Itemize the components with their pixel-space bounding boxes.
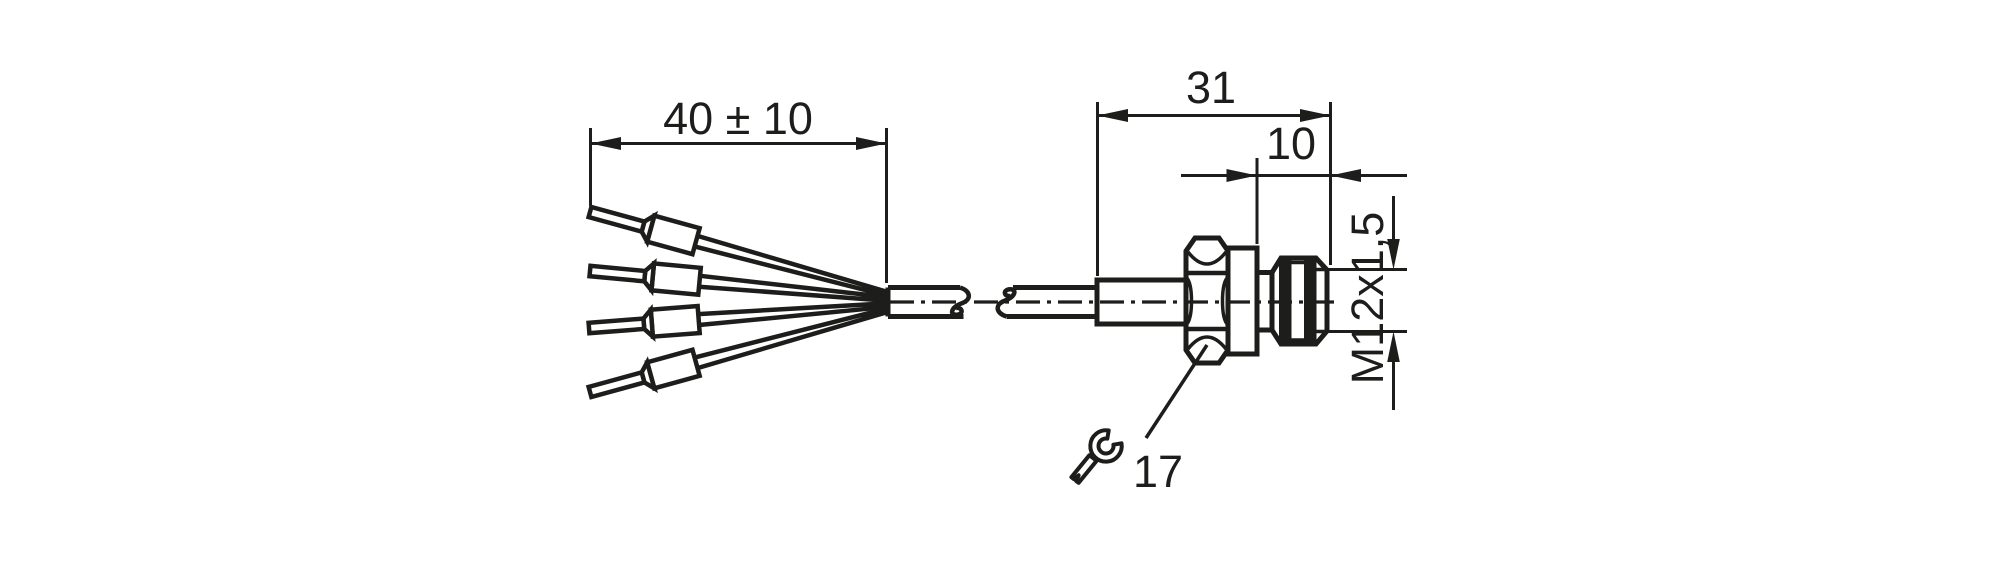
- wire-insulation: [698, 273, 887, 303]
- dimension-thread-spec: M12x1,5: [1328, 196, 1407, 410]
- extension-lines: [589, 128, 888, 283]
- wire-lead-2: [587, 258, 887, 303]
- wrench-size-callout: 17: [1069, 344, 1209, 497]
- thread-spec-label: M12x1,5: [1342, 212, 1393, 385]
- wire-lead-1: [585, 204, 888, 298]
- wrench-size-label: 17: [1133, 446, 1183, 497]
- wrench-handle: [1069, 453, 1099, 485]
- ferrule-sleeve: [649, 261, 704, 298]
- tick-lines: [1328, 268, 1407, 333]
- arrowhead-left: [1226, 169, 1257, 182]
- cable-segment-left: [885, 285, 964, 319]
- leader-line: [1144, 344, 1209, 439]
- extension-lines: [1096, 102, 1332, 276]
- arrowhead-right: [1330, 169, 1361, 182]
- dimension-connector-length: 31: [1096, 62, 1332, 276]
- wire-insulation: [694, 233, 888, 298]
- hex-nut-chamfer-arcs: [1184, 250, 1230, 351]
- arrowhead-right: [856, 137, 887, 150]
- cable-break-right-curl: [995, 287, 1017, 319]
- wire-insulation: [698, 301, 887, 328]
- cable-break-left-curl: [949, 285, 971, 317]
- arrowhead-top: [1387, 239, 1400, 270]
- wrench-jaw: [1088, 428, 1124, 464]
- connector-length-label: 31: [1186, 62, 1236, 113]
- arrowhead-bottom: [1387, 331, 1400, 362]
- connector-detail-lines: [1291, 260, 1327, 342]
- wire-leads: [585, 204, 888, 400]
- arrowhead-left: [1097, 109, 1128, 122]
- thread-length-label: 10: [1266, 118, 1316, 169]
- arrowhead-left: [590, 137, 621, 150]
- ferrule-pin: [585, 369, 648, 400]
- cable-segment-right: [1006, 285, 1097, 319]
- dimension-wire-length: 40 ± 10: [589, 93, 888, 283]
- ferrule-sleeve: [648, 303, 703, 340]
- dimension-thread-length: 10: [1181, 118, 1407, 244]
- ferrule-pin: [585, 204, 648, 235]
- wire-length-label: 40 ± 10: [663, 93, 813, 144]
- ferrule-pin: [586, 316, 647, 336]
- wrench-icon: [1069, 428, 1124, 485]
- ferrule-pin: [587, 263, 648, 284]
- arrowhead-right: [1300, 109, 1331, 122]
- wire-lead-4: [585, 306, 888, 400]
- wire-lead-3: [586, 301, 887, 343]
- wire-insulation: [694, 306, 888, 371]
- hex-nut-facet-lines: [1186, 270, 1228, 332]
